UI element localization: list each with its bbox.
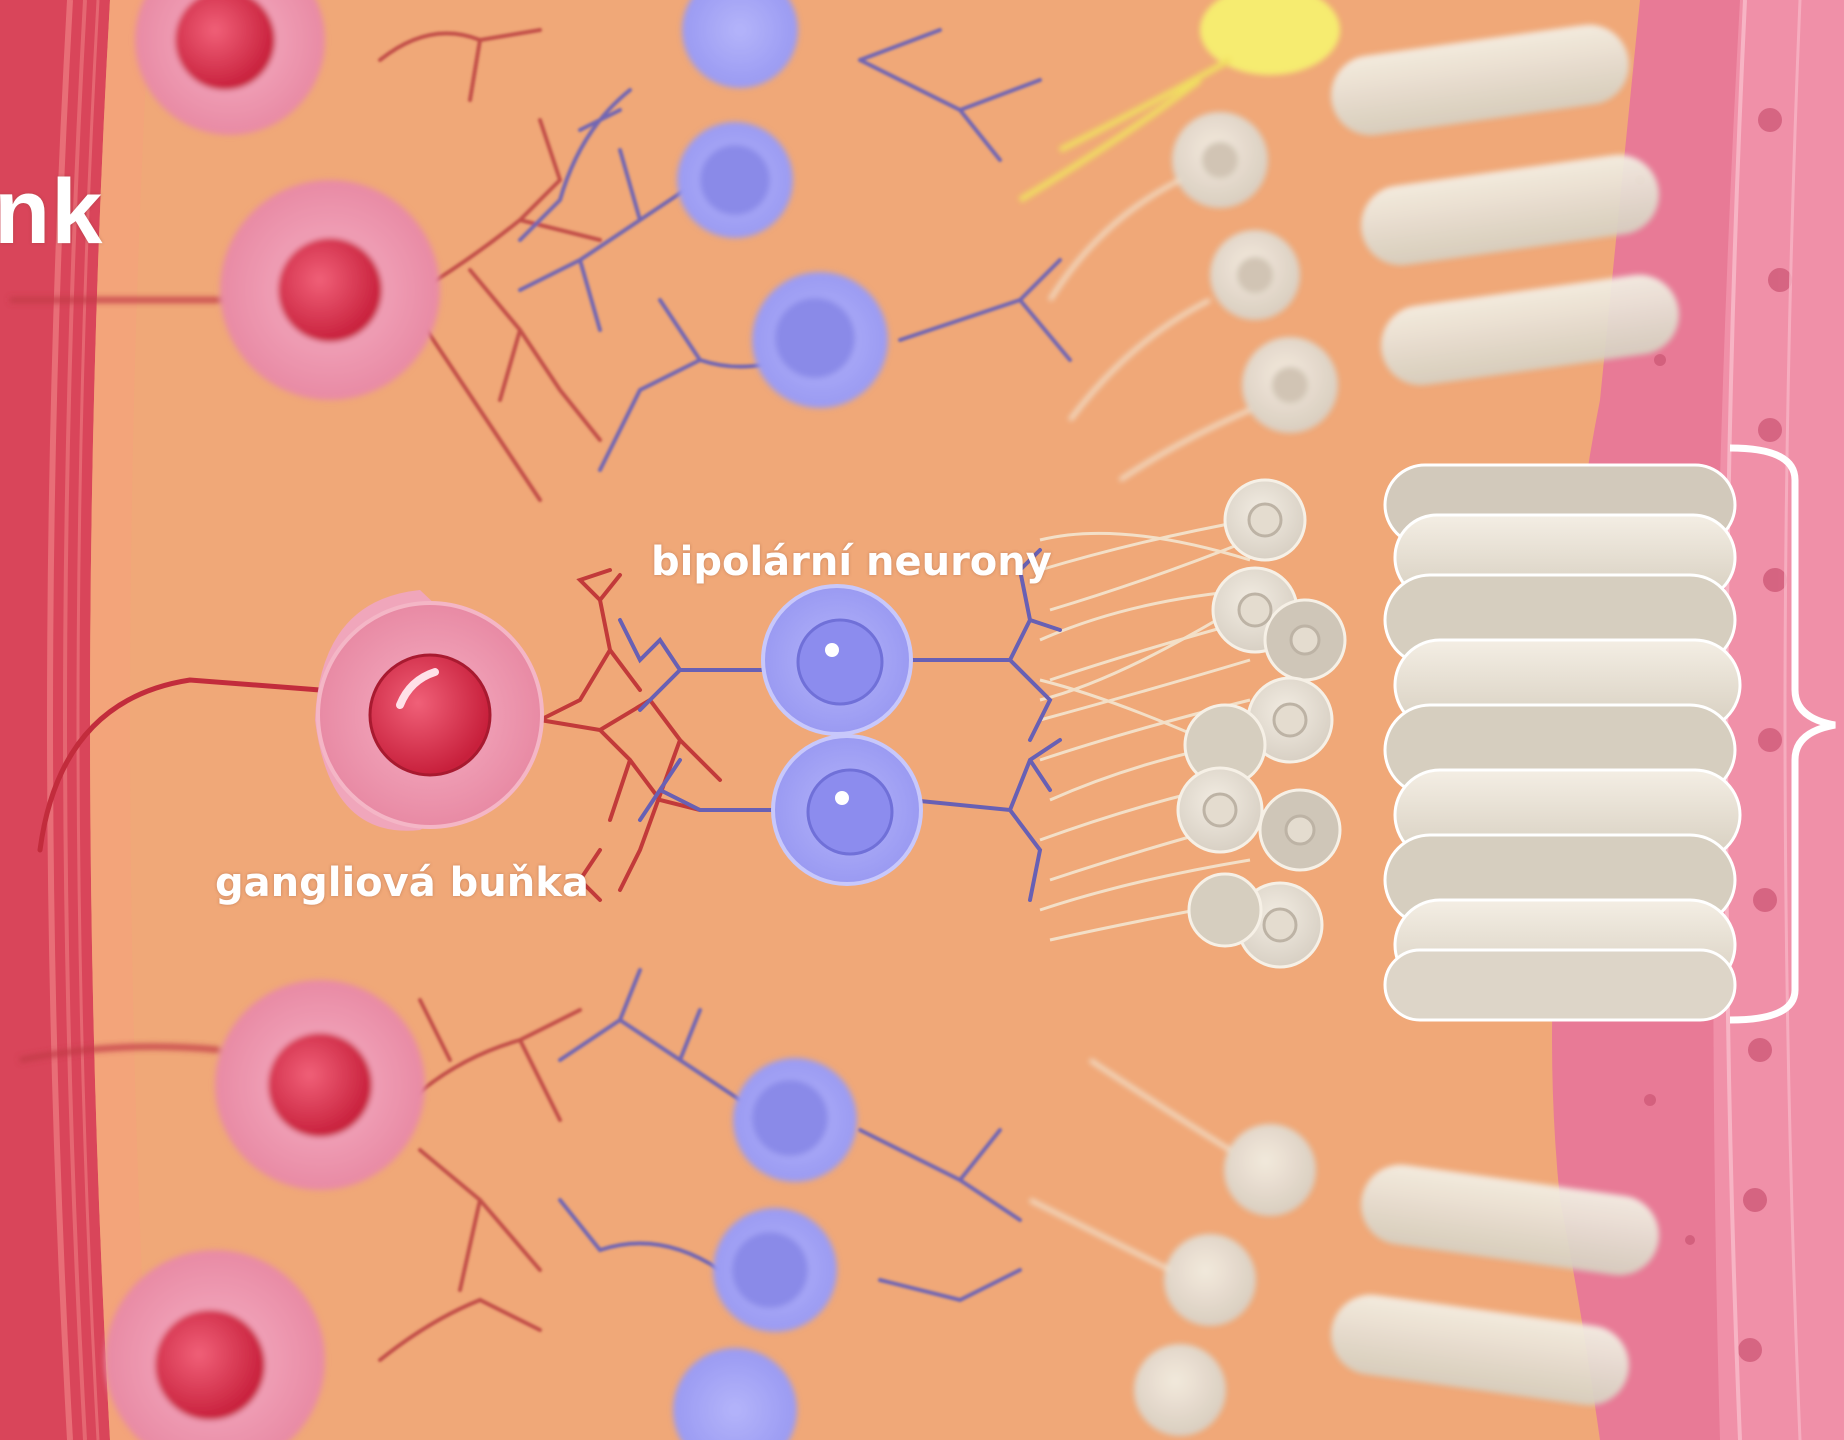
ganglion-cell-label: gangliová buňka <box>215 860 589 906</box>
title-fragment: nk <box>0 160 103 265</box>
bipolar-neurons-label: bipolární neurony <box>651 539 1052 585</box>
